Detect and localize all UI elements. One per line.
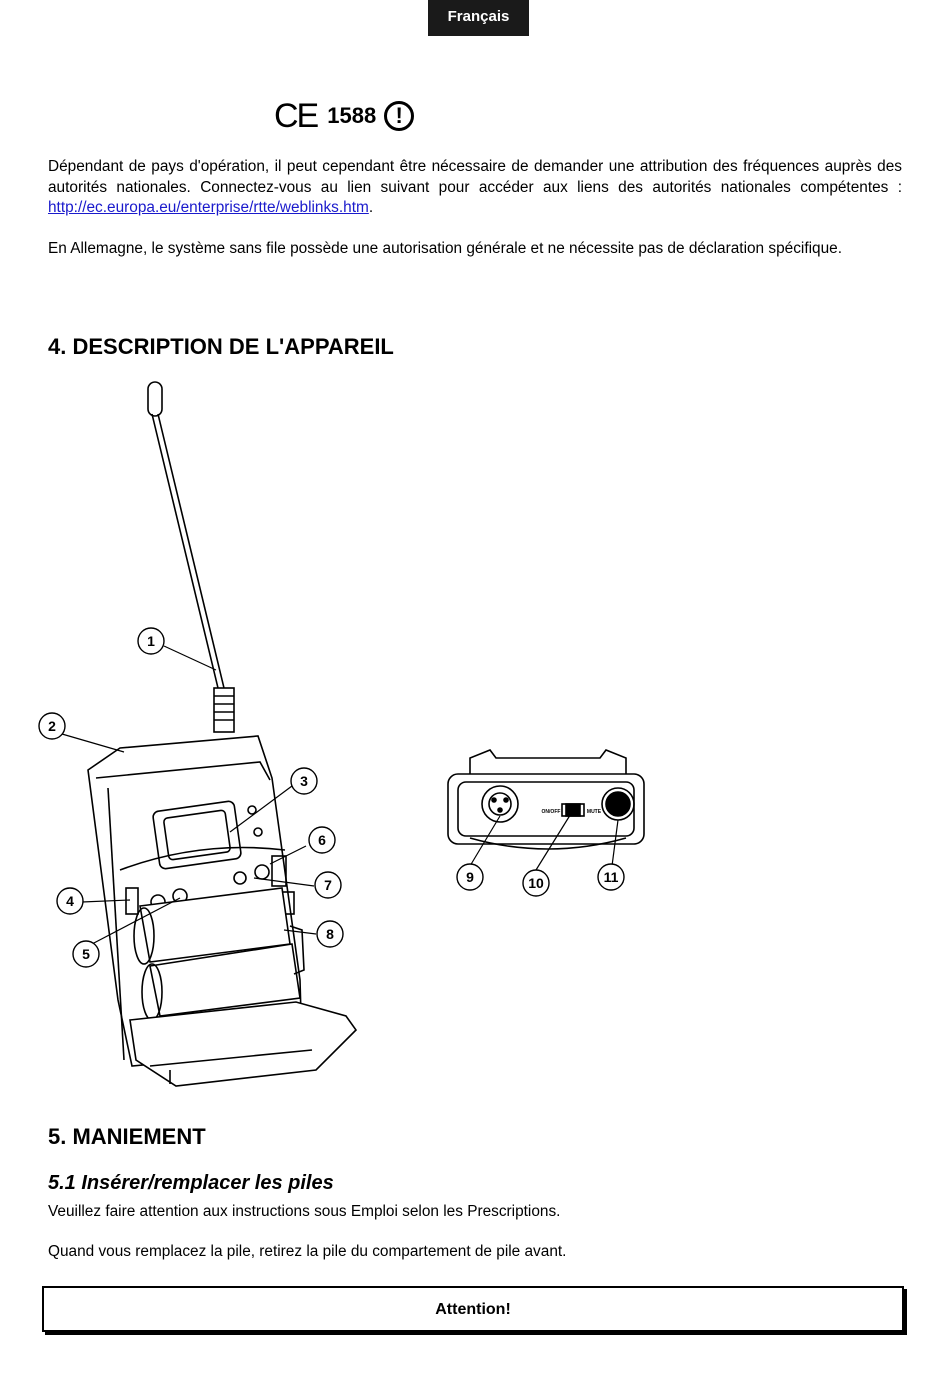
language-tab: Français [428, 0, 529, 36]
alert-icon: ! [384, 101, 415, 131]
battery-door [129, 1001, 358, 1087]
compliance-marks: CE 1588 ! [274, 96, 415, 135]
switch-label-mute: MUTE [587, 809, 602, 815]
callout-7: 7 [324, 877, 332, 893]
callout-3: 3 [300, 773, 308, 789]
callout-11: 11 [604, 869, 619, 885]
notified-body-number: 1588 [327, 103, 377, 128]
callout-9: 9 [466, 869, 474, 885]
transmitter-bottom-view [447, 749, 645, 850]
callout-5: 5 [82, 946, 90, 962]
callout-6: 6 [318, 832, 326, 848]
switch-label-onoff: ON/OFF [542, 809, 561, 815]
callout-leaders [61, 645, 619, 945]
intro-paragraph-2: En Allemagne, le système sans file possè… [48, 240, 842, 257]
section-5-1-title: 5.1 Insérer/remplacer les piles [48, 1172, 334, 1194]
attention-label: Attention! [435, 1301, 511, 1318]
intro-paragraph-1: Dépendant de pays d'opération, il peut c… [48, 157, 902, 219]
authorities-link[interactable]: http://ec.europa.eu/enterprise/rtte/webl… [48, 199, 369, 216]
callout-10: 10 [528, 875, 544, 891]
instruction-line-1: Veuillez faire attention aux instruction… [48, 1203, 561, 1220]
instruction-line-2: Quand vous remplacez la pile, retirez la… [48, 1243, 567, 1260]
callout-1: 1 [147, 633, 155, 649]
intro-text: Dépendant de pays d'opération, il peut c… [48, 158, 902, 196]
section-5-title: 5. MANIEMENT [48, 1124, 206, 1149]
antenna [147, 381, 235, 733]
device-diagram: 1 2 3 6 7 4 5 8 9 10 11 ON/OFF MUTE [38, 381, 645, 1087]
callout-2: 2 [48, 718, 56, 734]
callout-8: 8 [326, 926, 334, 942]
callout-circles [38, 627, 625, 968]
ce-mark: CE [274, 96, 319, 135]
attention-box: Attention! [42, 1286, 904, 1332]
intro-text-end: . [368, 199, 374, 216]
section-4-title: 4. DESCRIPTION DE L'APPAREIL [48, 334, 394, 359]
callout-4: 4 [66, 893, 74, 909]
